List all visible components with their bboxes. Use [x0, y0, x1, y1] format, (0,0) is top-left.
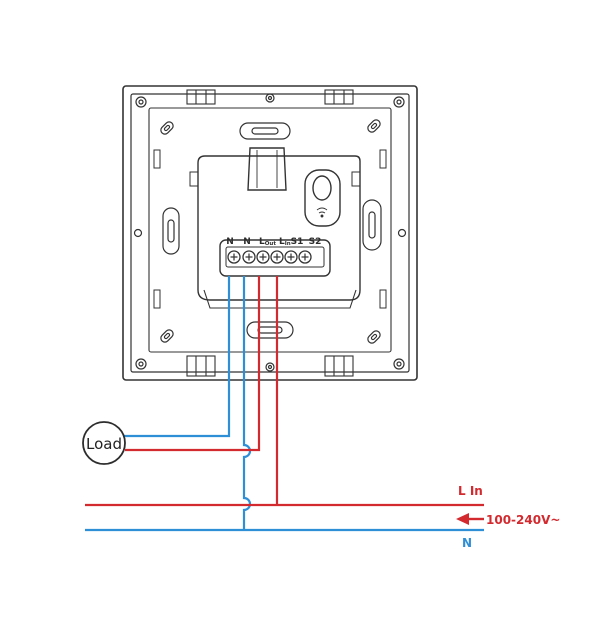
- bottom-slot: [246, 321, 294, 339]
- load-label: Load: [86, 435, 122, 453]
- wires: [85, 276, 484, 532]
- outer-frame: [122, 85, 418, 381]
- wire-neutral-load: [123, 276, 231, 438]
- top-slot: [239, 122, 291, 140]
- switch-backplate: [122, 85, 418, 381]
- screw-icon: [138, 361, 144, 367]
- screw-icon: [133, 228, 143, 238]
- reset-button: [312, 175, 332, 201]
- terminal-block: [219, 239, 331, 277]
- terminal-label-n1: N: [226, 237, 234, 247]
- clip: [324, 355, 354, 377]
- module-housing: [197, 155, 361, 301]
- screw-icon: [265, 362, 275, 372]
- screw-icon: [138, 99, 144, 105]
- clip: [186, 89, 216, 105]
- screw-icon: [393, 96, 405, 108]
- mounting-holes: [160, 119, 382, 344]
- left-slot: [162, 207, 180, 255]
- line-in-label: L In: [458, 484, 483, 498]
- terminal-label-lout: LOut: [259, 237, 276, 247]
- module-tab: [247, 147, 287, 191]
- load: Load: [82, 421, 126, 465]
- clip: [324, 89, 354, 105]
- neutral-label: N: [462, 536, 472, 550]
- side-brackets: [153, 149, 387, 309]
- screw-icon: [267, 95, 273, 101]
- terminal-label-s1: S1: [291, 237, 304, 247]
- terminal-screws: [227, 250, 312, 264]
- wifi-icon: [316, 207, 328, 218]
- screw-icon: [397, 228, 407, 238]
- terminal-label-n2: N: [243, 237, 251, 247]
- load-circle: [82, 421, 126, 465]
- wire-live-out: [125, 276, 261, 452]
- mounting-plate: [148, 107, 392, 353]
- screw-icon: [396, 361, 402, 367]
- screw-icon: [393, 358, 405, 370]
- clips: [186, 89, 354, 377]
- right-slot: [362, 199, 382, 251]
- voltage-label: 100-240V~: [486, 513, 560, 527]
- clip: [186, 355, 216, 377]
- supply-arrow: [456, 513, 484, 525]
- terminal-label-s2: S2: [309, 237, 322, 247]
- terminal-label-lin: LIn: [279, 237, 291, 247]
- button-housing: [304, 169, 341, 227]
- relay-module: [189, 147, 361, 309]
- screw-icon: [135, 358, 147, 370]
- inner-frame: [130, 93, 410, 373]
- screw-icon: [396, 99, 402, 105]
- screw-icon: [267, 364, 273, 370]
- corner-screws: [133, 93, 407, 372]
- wire-neutral-main: [242, 276, 252, 530]
- screw-icon: [265, 93, 275, 103]
- terminal-labels: N N LOut LIn S1 S2: [226, 237, 321, 247]
- screw-icon: [135, 96, 147, 108]
